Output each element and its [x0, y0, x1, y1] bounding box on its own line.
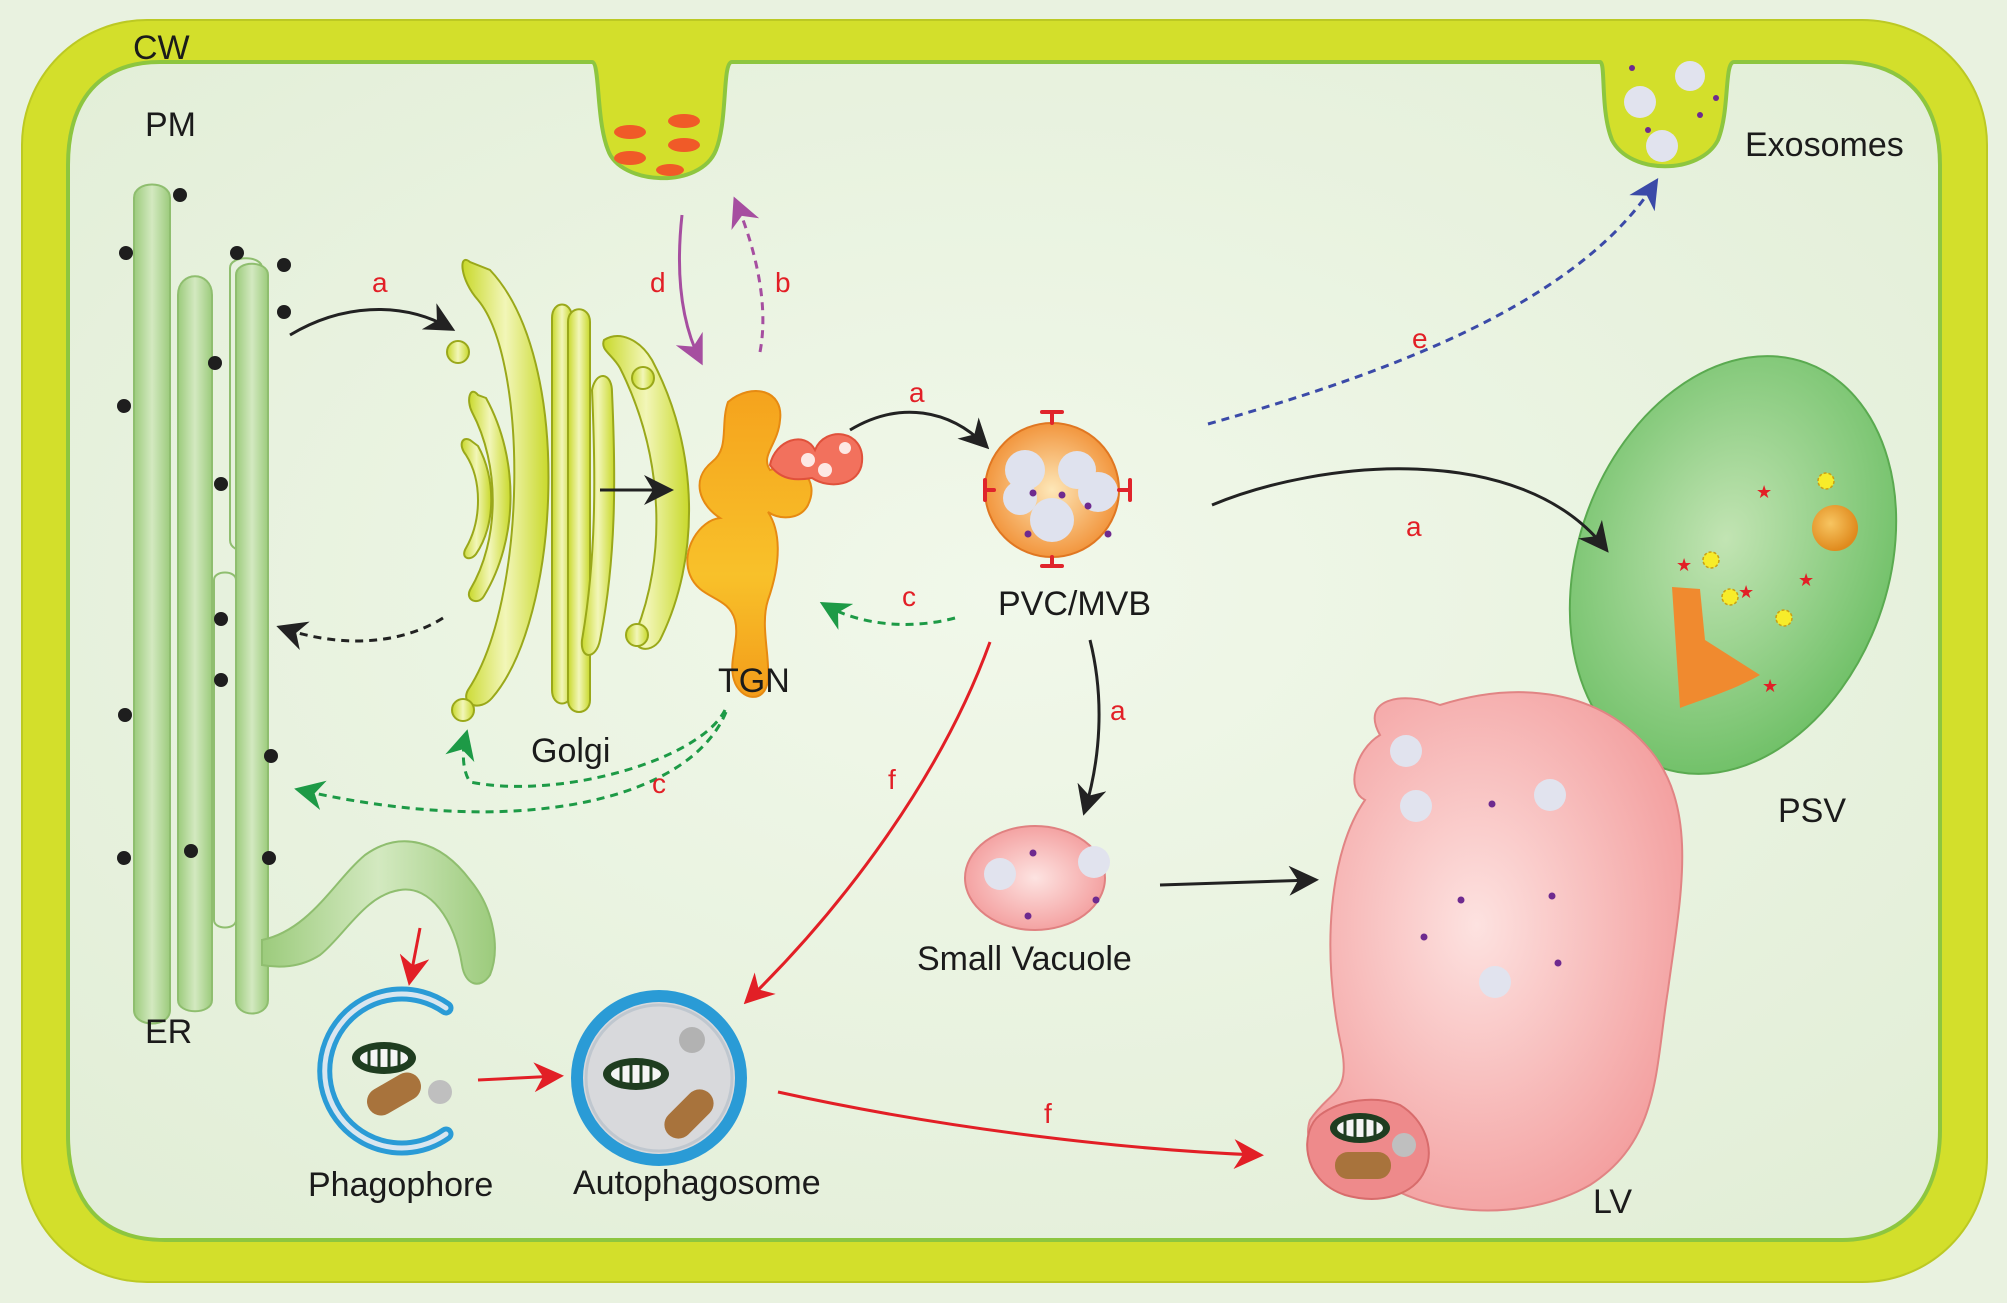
arrow-small-vacuole-to-lv	[1159, 865, 1319, 896]
arrow-autophagosome-to-lv	[777, 1090, 1264, 1170]
arrow-pvc-to-exosomes	[1207, 177, 1659, 426]
letter-a-tgn-pvc: a	[909, 377, 925, 408]
label-golgi: Golgi	[531, 732, 610, 770]
pathway-arrows	[276, 177, 1659, 1170]
letter-f-pvc-autophagosome: f	[888, 764, 896, 795]
letter-d: d	[650, 267, 666, 298]
label-phagophore: Phagophore	[308, 1166, 493, 1204]
svg-text:★: ★	[1676, 555, 1692, 576]
label-autophagosome: Autophagosome	[573, 1164, 821, 1202]
arrow-pvc-to-small-vacuole	[1077, 639, 1107, 816]
small-vacuole	[964, 825, 1110, 931]
arrow-tgn-to-pm	[731, 196, 765, 353]
label-cw: CW	[133, 29, 190, 67]
arrow-er-to-phagophore	[399, 927, 430, 986]
letter-a-pvc-psv: a	[1406, 511, 1422, 542]
pvc-mvb	[983, 410, 1132, 568]
psv: ★ ★ ★ ★ ★	[1568, 355, 1898, 775]
svg-text:★: ★	[1738, 582, 1754, 603]
arrow-phagophore-to-autophagosome	[477, 1062, 564, 1093]
arrow-pvc-to-autophagosome	[743, 641, 992, 1005]
arrow-er-to-golgi	[289, 303, 456, 337]
ribosomes	[117, 188, 291, 865]
exosome-vesicles	[1624, 61, 1719, 162]
letter-a-pvc-small-vacuole: a	[1110, 695, 1126, 726]
arrow-tgn-to-pvc	[849, 410, 990, 450]
label-er: ER	[145, 1013, 192, 1051]
label-exosomes: Exosomes	[1745, 126, 1904, 164]
large-vacuole	[1306, 691, 1684, 1212]
endocytic-cargo	[614, 114, 700, 176]
svg-text:★: ★	[1762, 676, 1778, 697]
letter-a-er-golgi: a	[372, 267, 388, 298]
label-tgn: TGN	[718, 662, 790, 700]
svg-text:★: ★	[1798, 570, 1814, 591]
golgi	[446, 259, 690, 722]
vacuole-mitochondrion	[1330, 1113, 1416, 1179]
er	[133, 183, 496, 1025]
label-pm: PM	[145, 106, 196, 144]
letter-c-tgn-er: c	[652, 768, 666, 799]
label-psv: PSV	[1778, 792, 1846, 830]
label-lv: LV	[1593, 1183, 1632, 1221]
letter-e: e	[1412, 323, 1428, 354]
label-small-vacuole: Small Vacuole	[917, 940, 1132, 978]
arrow-pvc-to-tgn	[819, 602, 956, 630]
arrow-golgi-to-er	[276, 616, 444, 650]
svg-text:★: ★	[1756, 482, 1772, 503]
arrow-pm-to-tgn	[675, 214, 703, 366]
tgn	[686, 390, 864, 698]
phagophore	[317, 986, 454, 1156]
arrow-pvc-to-psv	[1211, 467, 1609, 553]
letter-f-autophagosome-lv: f	[1044, 1098, 1052, 1129]
letter-c-pvc-tgn: c	[902, 581, 916, 612]
letter-b: b	[775, 267, 791, 298]
autophagosome	[571, 990, 747, 1166]
arrow-tgn-to-golgi	[445, 709, 727, 788]
label-pvc-mvb: PVC/MVB	[998, 585, 1151, 623]
